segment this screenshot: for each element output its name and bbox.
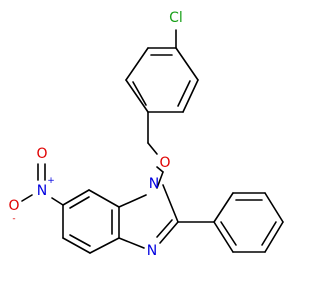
- bond: [264, 192, 284, 223]
- nitro-oxygen-charge: -: [12, 214, 15, 224]
- benzimidazole-benzene-ring: [62, 189, 120, 254]
- bond: [132, 81, 147, 106]
- bond: [213, 221, 234, 253]
- imidazole-ring: [118, 171, 179, 249]
- nitro-nitrogen-charge: +: [47, 176, 55, 186]
- bond: [159, 221, 179, 244]
- bond: [51, 197, 64, 206]
- bond: [177, 80, 191, 107]
- bond: [147, 142, 158, 155]
- chlorine-label: Cl: [169, 10, 183, 26]
- bond: [89, 237, 120, 254]
- bond: [156, 219, 173, 238]
- bond: [125, 79, 149, 113]
- bond: [220, 221, 237, 246]
- bond: [261, 221, 277, 246]
- bond: [88, 189, 120, 208]
- bond: [156, 171, 164, 189]
- bond: [118, 237, 145, 249]
- bond: [21, 194, 33, 202]
- bond: [175, 47, 199, 81]
- bond: [182, 79, 199, 113]
- nitro-nitrogen-label: N: [37, 183, 47, 199]
- phenyl-ring: [177, 192, 284, 253]
- bond: [69, 196, 90, 209]
- chlorophenyl-ring: [125, 47, 199, 113]
- bond: [62, 189, 90, 206]
- nitro-oxygen-left-label: O: [8, 198, 19, 214]
- bond: [69, 234, 91, 247]
- bond: [156, 166, 164, 173]
- bond: [162, 184, 179, 223]
- bond: [213, 192, 234, 223]
- bond: [62, 237, 91, 254]
- bond: [118, 194, 147, 208]
- bond: [125, 47, 149, 81]
- bond: [264, 221, 284, 253]
- n1-label: N: [149, 176, 159, 192]
- n3-label: N: [147, 243, 157, 259]
- nitro-oxygen-top-label: O: [36, 146, 47, 162]
- molecule-diagram: Cl O N N N +: [8, 10, 284, 259]
- ether-oxygen-label: O: [159, 155, 170, 171]
